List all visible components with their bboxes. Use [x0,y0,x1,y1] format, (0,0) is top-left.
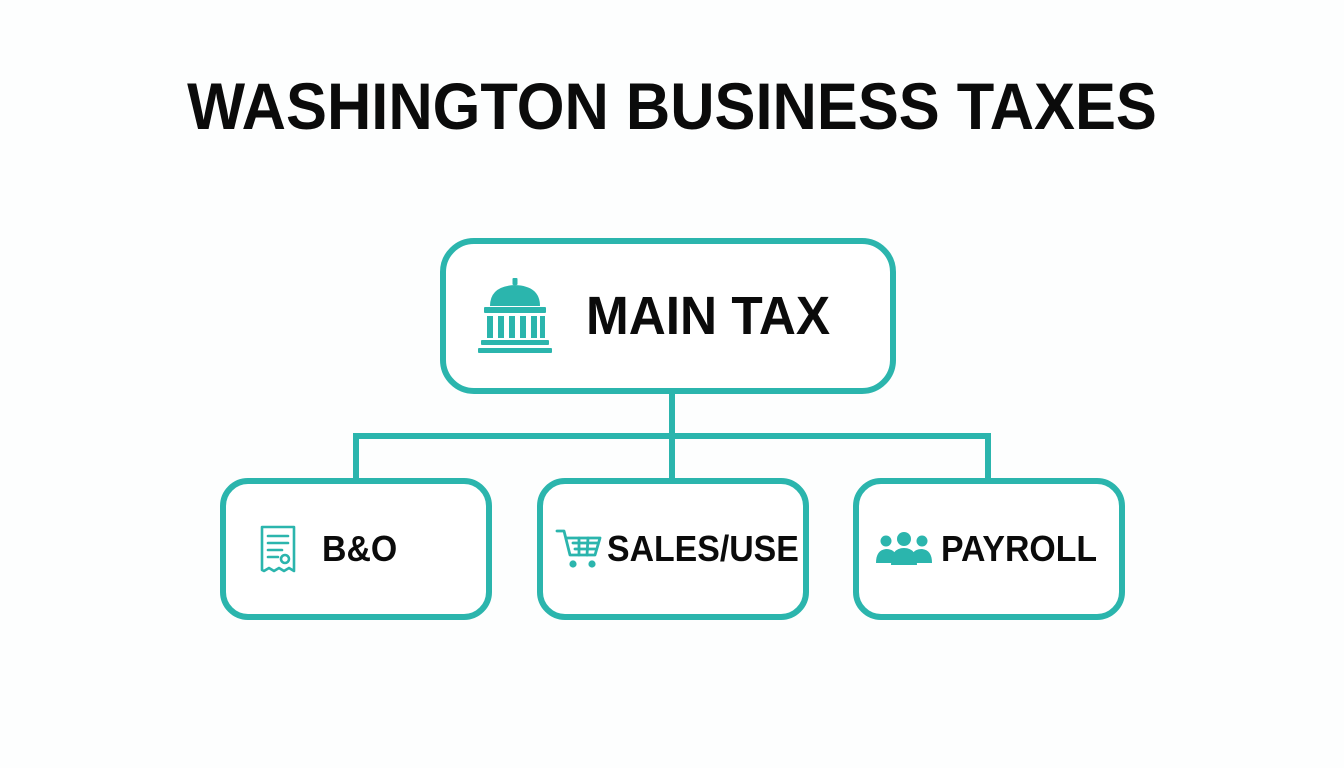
root-node-main-tax: MAIN TAX [440,238,896,394]
root-node-label: MAIN TAX [586,286,831,346]
people-group-icon [875,531,933,567]
receipt-icon [258,524,298,574]
capitol-building-icon [476,276,554,356]
child-node-label-bo: B&O [322,528,398,569]
shopping-cart-icon [555,527,603,571]
child-node-label-payroll: PAYROLL [941,528,1098,569]
child-node-sales-use: SALES/USE [537,478,809,620]
child-node-bo: B&O [220,478,492,620]
page-title: WASHINGTON BUSINESS TAXES [187,69,1157,143]
child-node-label-sales-use: SALES/USE [607,528,799,569]
child-node-payroll: PAYROLL [853,478,1125,620]
